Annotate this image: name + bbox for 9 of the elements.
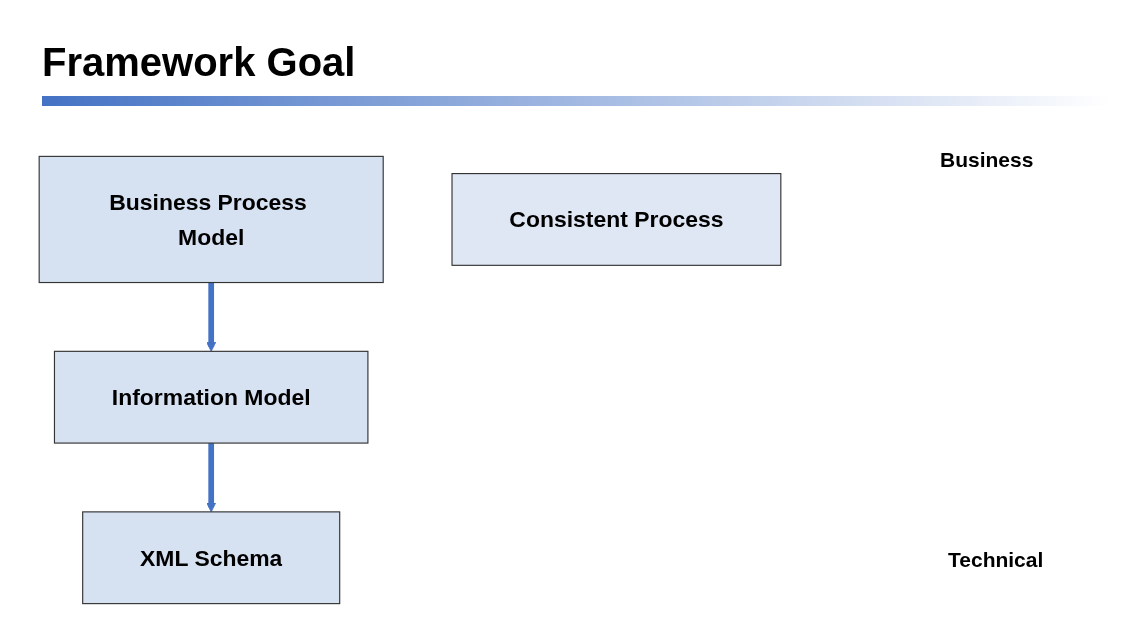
scale-label: Technical: [948, 548, 1044, 572]
slide-title: Framework Goal: [42, 40, 356, 85]
node-box: Consistent Process: [451, 173, 782, 266]
node-box: Business Process Model: [38, 155, 384, 284]
arrow: [206, 282, 217, 352]
node-box: Information Model: [53, 350, 369, 444]
scale-label: Business: [940, 148, 1034, 172]
node-box: XML Schema: [82, 511, 341, 605]
arrow: [206, 443, 217, 513]
